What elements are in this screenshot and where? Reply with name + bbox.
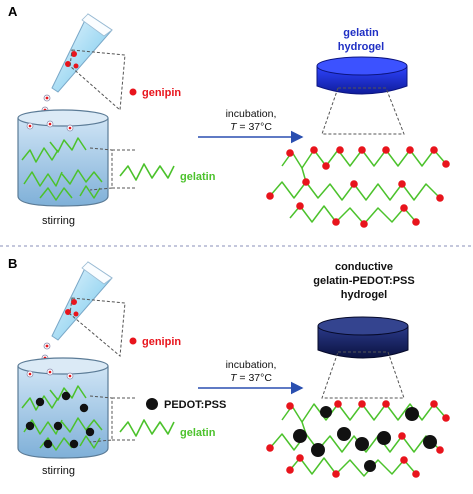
hydrogel-title-b-line1: conductive [335,261,393,273]
panel-b: B genipin [8,256,450,478]
gelatin-chains-a [21,137,103,201]
beaker-a [17,109,109,207]
pipette-icon [51,261,113,341]
genipin-label-b: genipin [142,336,181,348]
zoom-outline-genipin-b [69,297,126,357]
gelatin-icon-b [119,419,175,437]
hydrogel-title-b-line2: gelatin-PEDOT:PSS [313,275,414,287]
genipin-label-a: genipin [142,87,181,99]
zoom-outline-genipin [69,49,126,112]
gelatin-label-b: gelatin [180,427,216,439]
pipette-icon [51,13,113,93]
genipin-dot-icon [129,88,137,96]
zoom-outline-gelatin-a [89,147,113,191]
zoom-outline-hydrogel-b [321,351,405,399]
crosslinked-network-a [266,146,450,228]
gelatin-label-a: gelatin [180,171,216,183]
stirring-label-b: stirring [42,465,75,477]
pedot-label-b: PEDOT:PSS [164,399,226,411]
hydrogel-title-a-line2: hydrogel [338,41,384,53]
hydrogel-title-b-line3: hydrogel [341,289,387,301]
crosslinked-network-b [266,400,450,478]
panel-a-letter: A [8,4,18,19]
incubation-label-b: incubation, [226,359,277,371]
panel-b-letter: B [8,256,17,271]
hydrogel-disc-a [316,56,408,95]
pedot-dot-icon [146,398,158,410]
pedot-particles-b [25,391,95,449]
zoom-outline-hydrogel-a [321,87,405,135]
gelatin-icon-a [119,163,175,181]
hydrogel-disc-b [317,316,409,359]
hydrogel-title-a-line1: gelatin [343,27,379,39]
zoom-outline-gelatin-b [89,395,113,443]
incubation-label-a: incubation, [226,108,277,120]
panel-a: A genipin [8,4,450,228]
temperature-label-b: T = 37°C [230,372,272,384]
beaker-b [17,357,109,459]
stirring-label-a: stirring [42,215,75,227]
temperature-label-a: T = 37°C [230,121,272,133]
genipin-dot-icon [129,337,137,345]
